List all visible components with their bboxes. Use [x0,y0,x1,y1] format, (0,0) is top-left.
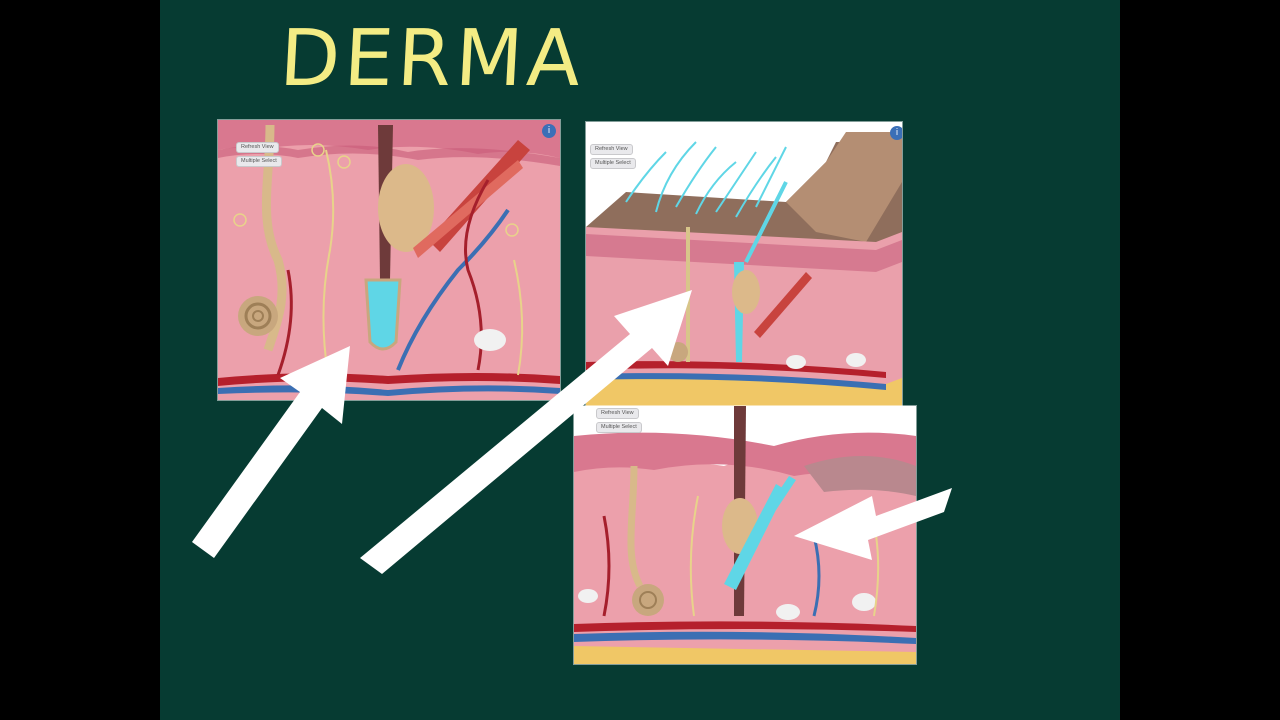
multiple-select-button[interactable]: Multiple Select [236,156,282,167]
skin-panel-block: Refresh View Multiple Select i [586,122,902,406]
refresh-view-button[interactable]: Refresh View [236,142,279,153]
slide: DERMA Refre [160,0,1120,720]
skin-panel-follicle: Refresh View Multiple Select i [218,120,560,400]
refresh-view-button[interactable]: Refresh View [590,144,633,155]
multiple-select-button[interactable]: Multiple Select [590,158,636,169]
skin-illustration-muscle [574,406,916,664]
slide-title: DERMA [277,14,587,104]
refresh-view-button[interactable]: Refresh View [596,408,639,419]
info-icon[interactable]: i [890,126,902,140]
info-icon[interactable]: i [542,124,556,138]
multiple-select-button[interactable]: Multiple Select [596,422,642,433]
skin-panel-muscle: Refresh View Multiple Select [574,406,916,664]
